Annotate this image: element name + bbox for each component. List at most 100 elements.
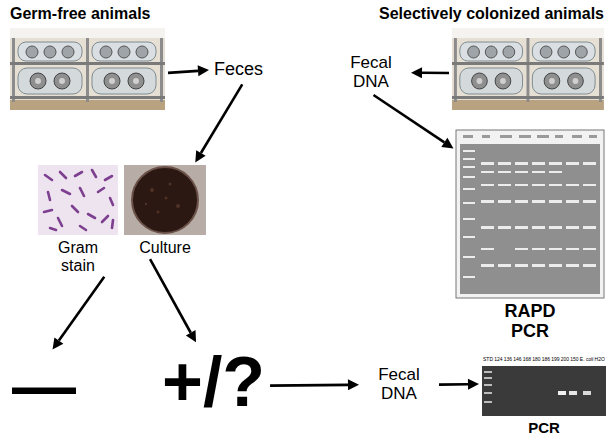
node-label: Fecal DNA [336, 54, 406, 91]
pcr-gel-image [482, 366, 606, 416]
culture-plate-image [157, 211, 160, 214]
lane-label: 200 [561, 357, 569, 362]
connector [168, 71, 198, 73]
isolator-photo [10, 28, 165, 110]
culture-plate-image [145, 203, 147, 205]
gram-stain-image [60, 172, 66, 178]
rapd-gel-image [463, 276, 475, 278]
gram-stain-image [110, 198, 113, 205]
rapd-gel-image [494, 144, 498, 294]
pcr-gel-image [482, 352, 606, 366]
lane-label-row: STD124136146168180186199200150E. coliH2O [483, 354, 605, 365]
lane-label: H2O [595, 357, 605, 362]
gram-stain-image [45, 175, 52, 180]
culture-plate-image [124, 165, 206, 235]
photo-node: Germ-free animals [10, 28, 165, 110]
result-symbol: — [10, 352, 78, 420]
rapd-gel-image [463, 202, 475, 204]
culture-plate-image [132, 167, 198, 233]
node-heading: Germ-free animals [10, 5, 151, 23]
arrow-head [198, 65, 209, 76]
gram-stain-image [48, 192, 50, 200]
culture-plate-image [150, 188, 154, 192]
pcr-gel-image [484, 392, 492, 394]
rapd-gel-image [562, 144, 566, 294]
connector [201, 84, 242, 153]
pcr-gel-image [484, 371, 492, 373]
arrow-head [53, 337, 64, 349]
lane-label: 136 [504, 357, 512, 362]
rapd-gel-image [596, 144, 600, 294]
culture-plate-image [124, 165, 206, 235]
gram-stain-image [98, 188, 104, 192]
lane-label: 168 [523, 357, 531, 362]
rapd-gel-image [456, 130, 604, 298]
connector [373, 95, 444, 142]
arrow-head [441, 138, 453, 149]
isolator-photo [452, 28, 604, 110]
rapd-gel-image [545, 144, 549, 294]
text-node: Fecal DNA [334, 52, 408, 93]
rapd-gel-image [463, 188, 475, 190]
gram-stain-image [92, 170, 96, 177]
rapd-gel-image [579, 144, 583, 294]
arrow-head [186, 330, 196, 342]
pcr-gel-image [484, 371, 492, 403]
result-text: +/? [162, 347, 265, 417]
isolator-photo [452, 28, 604, 110]
rapd-gel-image [482, 135, 490, 138]
photo-node: Selectively colonized animals [452, 28, 604, 110]
gel-label: PCR [514, 420, 574, 437]
gram-stain-image [72, 206, 78, 212]
lane-label: 199 [551, 357, 559, 362]
arrow-head [348, 379, 359, 390]
gram-stain-image [44, 210, 52, 212]
culture-plate-image [165, 197, 168, 200]
lane-label: 124 [494, 357, 502, 362]
gram-stain-image [80, 188, 84, 196]
image-node: Culture [124, 165, 206, 235]
image-node: Gram stain [38, 165, 118, 235]
rapd-gel-image [463, 135, 473, 138]
arrow-head [411, 67, 422, 78]
rapd-gel-image [477, 144, 600, 294]
connector [439, 383, 468, 386]
rapd-gel-image [495, 246, 515, 251]
text-node: Feces [212, 58, 265, 82]
connector [150, 259, 191, 333]
rapd-gel-image [572, 135, 582, 138]
rapd-gel-image [511, 144, 515, 294]
rapd-gel-image [528, 144, 532, 294]
rapd-gel-image [463, 158, 475, 160]
gram-stain-image [50, 228, 56, 230]
result-text: — [12, 354, 76, 418]
node-heading: Selectively colonized animals [379, 5, 604, 23]
arrow-head [195, 150, 205, 162]
rapd-gel-image [463, 256, 475, 258]
gram-stain-image [102, 216, 108, 222]
rapd-gel-image [463, 236, 475, 238]
rapd-gel-image [463, 218, 475, 220]
pcr-gel-image [484, 401, 492, 403]
gram-stain-image [88, 214, 95, 218]
node-label: Fecal DNA [364, 366, 434, 403]
lane-label: 180 [532, 357, 540, 362]
result-symbol: +/? [160, 345, 267, 419]
lane-label: 146 [513, 357, 521, 362]
lane-label: 150 [570, 357, 578, 362]
text-node: Fecal DNA [362, 364, 436, 405]
gram-stain-image [38, 165, 118, 235]
gram-stain-image [62, 190, 70, 194]
lane-label: 186 [542, 357, 550, 362]
rapd-gel-image [537, 135, 549, 138]
pcr-gel-image [583, 391, 591, 395]
connector [59, 277, 104, 341]
culture-plate-image [176, 204, 180, 208]
connector [270, 384, 348, 387]
rapd-gel-image [460, 144, 600, 294]
pcr-gel-image [482, 352, 606, 416]
image-label: Gram stain [47, 239, 109, 274]
gram-stain-image [75, 172, 82, 176]
